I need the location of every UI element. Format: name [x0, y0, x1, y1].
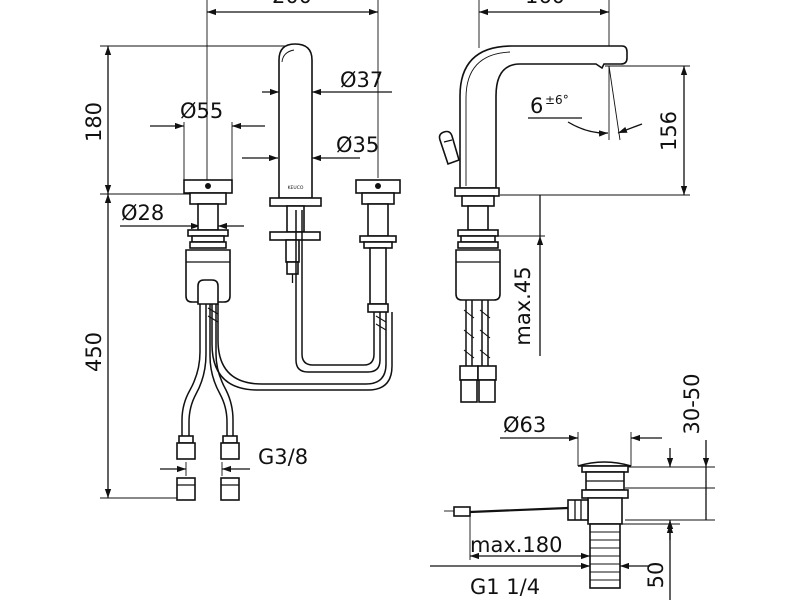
dim-length-below-label: 450	[82, 332, 106, 372]
dim-max-rod-label: max.180	[470, 533, 563, 557]
dim-height-side-label: 156	[657, 111, 681, 151]
dim-thread-waste: G1 1/4	[430, 562, 650, 599]
dim-reach-side-label: 160	[525, 0, 565, 8]
dim-waste-dia-label: Ø63	[503, 413, 546, 437]
dim-max-deck: max.45	[498, 195, 545, 356]
front-view: 200 180 450 Ø37 Ø55	[82, 0, 401, 501]
right-handle-valve	[355, 179, 401, 313]
dim-height-spout-label: 180	[82, 102, 106, 142]
dim-range-waste-label: 30-50	[680, 373, 704, 434]
dim-spout-top-label: Ø37	[340, 68, 383, 92]
left-handle-valve	[183, 179, 233, 305]
dim-handle: Ø55	[150, 99, 265, 182]
dim-angle-tol: ±6°	[545, 93, 569, 107]
dim-spout-base-label: Ø35	[336, 133, 379, 157]
dim-angle-label: 6	[530, 94, 543, 118]
dim-shank-label: Ø28	[121, 201, 164, 225]
waste-assembly: Ø63 30-50	[430, 373, 715, 600]
dim-max-rod: max.180	[469, 512, 591, 560]
side-spout	[438, 45, 628, 403]
dim-spout-base: Ø35	[242, 133, 379, 162]
dim-reach-side: 160	[478, 0, 610, 52]
connecting-hoses	[181, 210, 393, 436]
spout: KEUCO	[269, 43, 322, 283]
spout-logo: KEUCO	[288, 185, 304, 191]
dim-shank: Ø28	[120, 201, 244, 230]
dim-width-top-label: 200	[272, 0, 312, 8]
dim-waste-dia: Ø63	[500, 413, 662, 466]
dim-height-side: 156	[500, 65, 690, 196]
dim-spout-top: Ø37	[262, 68, 392, 96]
dim-waste-bottom-label: 50	[644, 562, 668, 589]
dim-height-spout: 180	[82, 45, 290, 195]
side-view: 160 156 6 ±6°	[438, 0, 690, 403]
dim-handle-label: Ø55	[180, 99, 223, 123]
dim-waste-bottom: 50	[622, 523, 680, 600]
dim-max-deck-label: max.45	[511, 266, 535, 345]
dim-length-below: 450	[82, 194, 190, 499]
dim-range-waste: 30-50	[625, 373, 715, 540]
hose-fittings	[176, 307, 387, 501]
dim-thread-waste-label: G1 1/4	[470, 575, 540, 599]
dim-angle: 6 ±6°	[528, 65, 643, 141]
dim-width-top: 200	[206, 0, 379, 186]
dim-thread-hose-label: G3/8	[258, 445, 308, 469]
dim-thread-hose: G3/8	[160, 445, 308, 476]
